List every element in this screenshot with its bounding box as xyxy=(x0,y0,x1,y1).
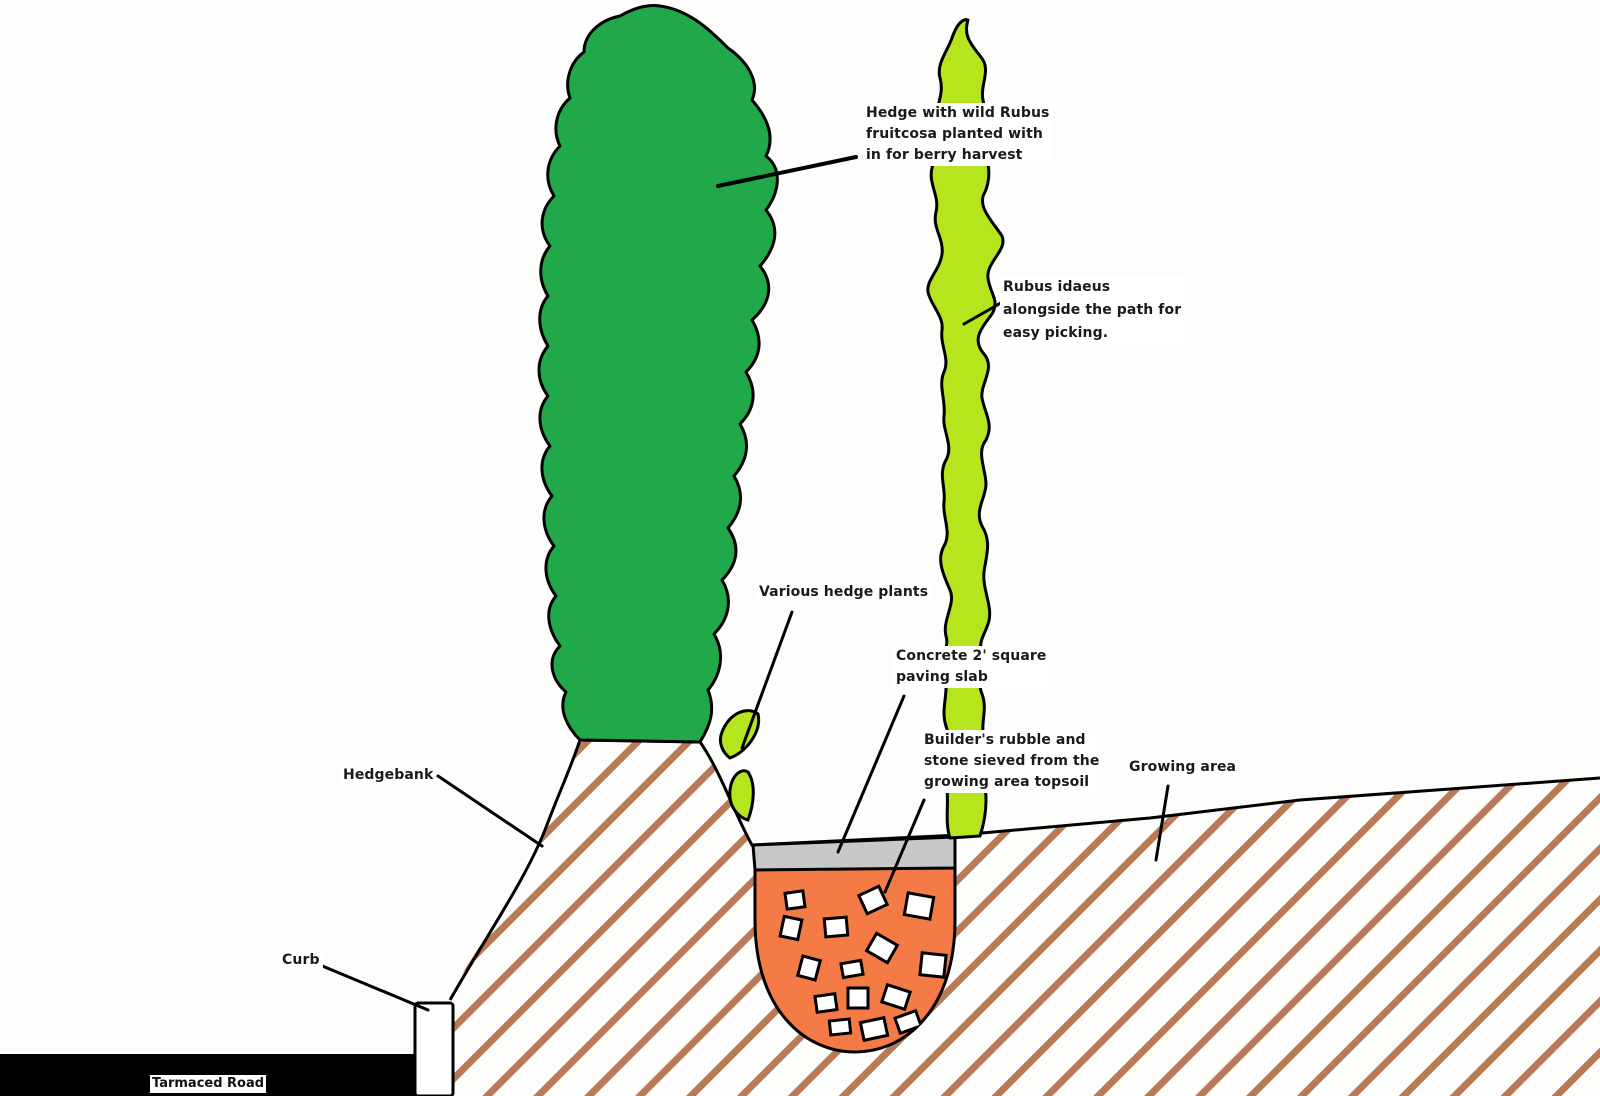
label-rubble-line-1: Builder's rubble and xyxy=(924,732,1086,748)
label-road: Tarmaced Road xyxy=(150,1075,267,1093)
label-hedge-plants: Various hedge plants xyxy=(756,582,932,603)
label-hedgebank-text: Hedgebank xyxy=(343,767,434,783)
label-raspberry: Rubus idaeus alongside the path for easy… xyxy=(1000,276,1185,345)
leader-paving-slab xyxy=(836,694,906,854)
leader-hedgebank xyxy=(436,774,544,848)
label-growing-area-text: Growing area xyxy=(1129,759,1237,775)
leader-curb xyxy=(306,958,430,1012)
leader-rubble xyxy=(883,798,926,894)
label-paving-slab-line-1: Concrete 2' square xyxy=(896,648,1047,664)
label-hedge-line-2: fruitcosa planted with xyxy=(866,126,1043,142)
label-rubble-line-2: stone sieved from the xyxy=(924,753,1100,769)
ground-outline xyxy=(448,738,1600,1001)
curb-stone xyxy=(413,1001,455,1096)
label-paving-slab-line-2: paving slab xyxy=(896,669,988,685)
leader-raspberry xyxy=(962,298,1008,326)
label-paving-slab: Concrete 2' square paving slab xyxy=(893,646,1050,688)
label-hedgebank: Hedgebank xyxy=(340,765,437,786)
label-rubble: Builder's rubble and stone sieved from t… xyxy=(921,730,1103,793)
label-raspberry-line-3: easy picking. xyxy=(1003,325,1109,341)
label-hedge: Hedge with wild Rubus fruitcosa planted … xyxy=(863,103,1053,166)
label-curb-text: Curb xyxy=(282,952,320,968)
label-raspberry-line-2: alongside the path for xyxy=(1003,302,1182,318)
label-growing-area: Growing area xyxy=(1126,757,1240,778)
leader-hedge xyxy=(716,155,858,188)
rubble-stones xyxy=(778,884,948,1043)
label-curb: Curb xyxy=(279,950,323,971)
label-raspberry-line-1: Rubus idaeus xyxy=(1003,279,1111,295)
label-hedge-plants-text: Various hedge plants xyxy=(759,584,929,600)
soil-ground xyxy=(445,740,1600,1096)
label-rubble-line-3: growing area topsoil xyxy=(924,774,1090,790)
label-hedge-line-1: Hedge with wild Rubus xyxy=(866,105,1050,121)
label-hedge-line-3: in for berry harvest xyxy=(866,147,1023,163)
leader-hedge-plants xyxy=(740,610,794,750)
leader-growing-area xyxy=(1154,784,1170,862)
leader-lines xyxy=(306,155,1170,1012)
hedge-plants xyxy=(718,709,761,822)
raspberry-cane xyxy=(926,18,1005,840)
hedge-bush xyxy=(537,4,779,744)
